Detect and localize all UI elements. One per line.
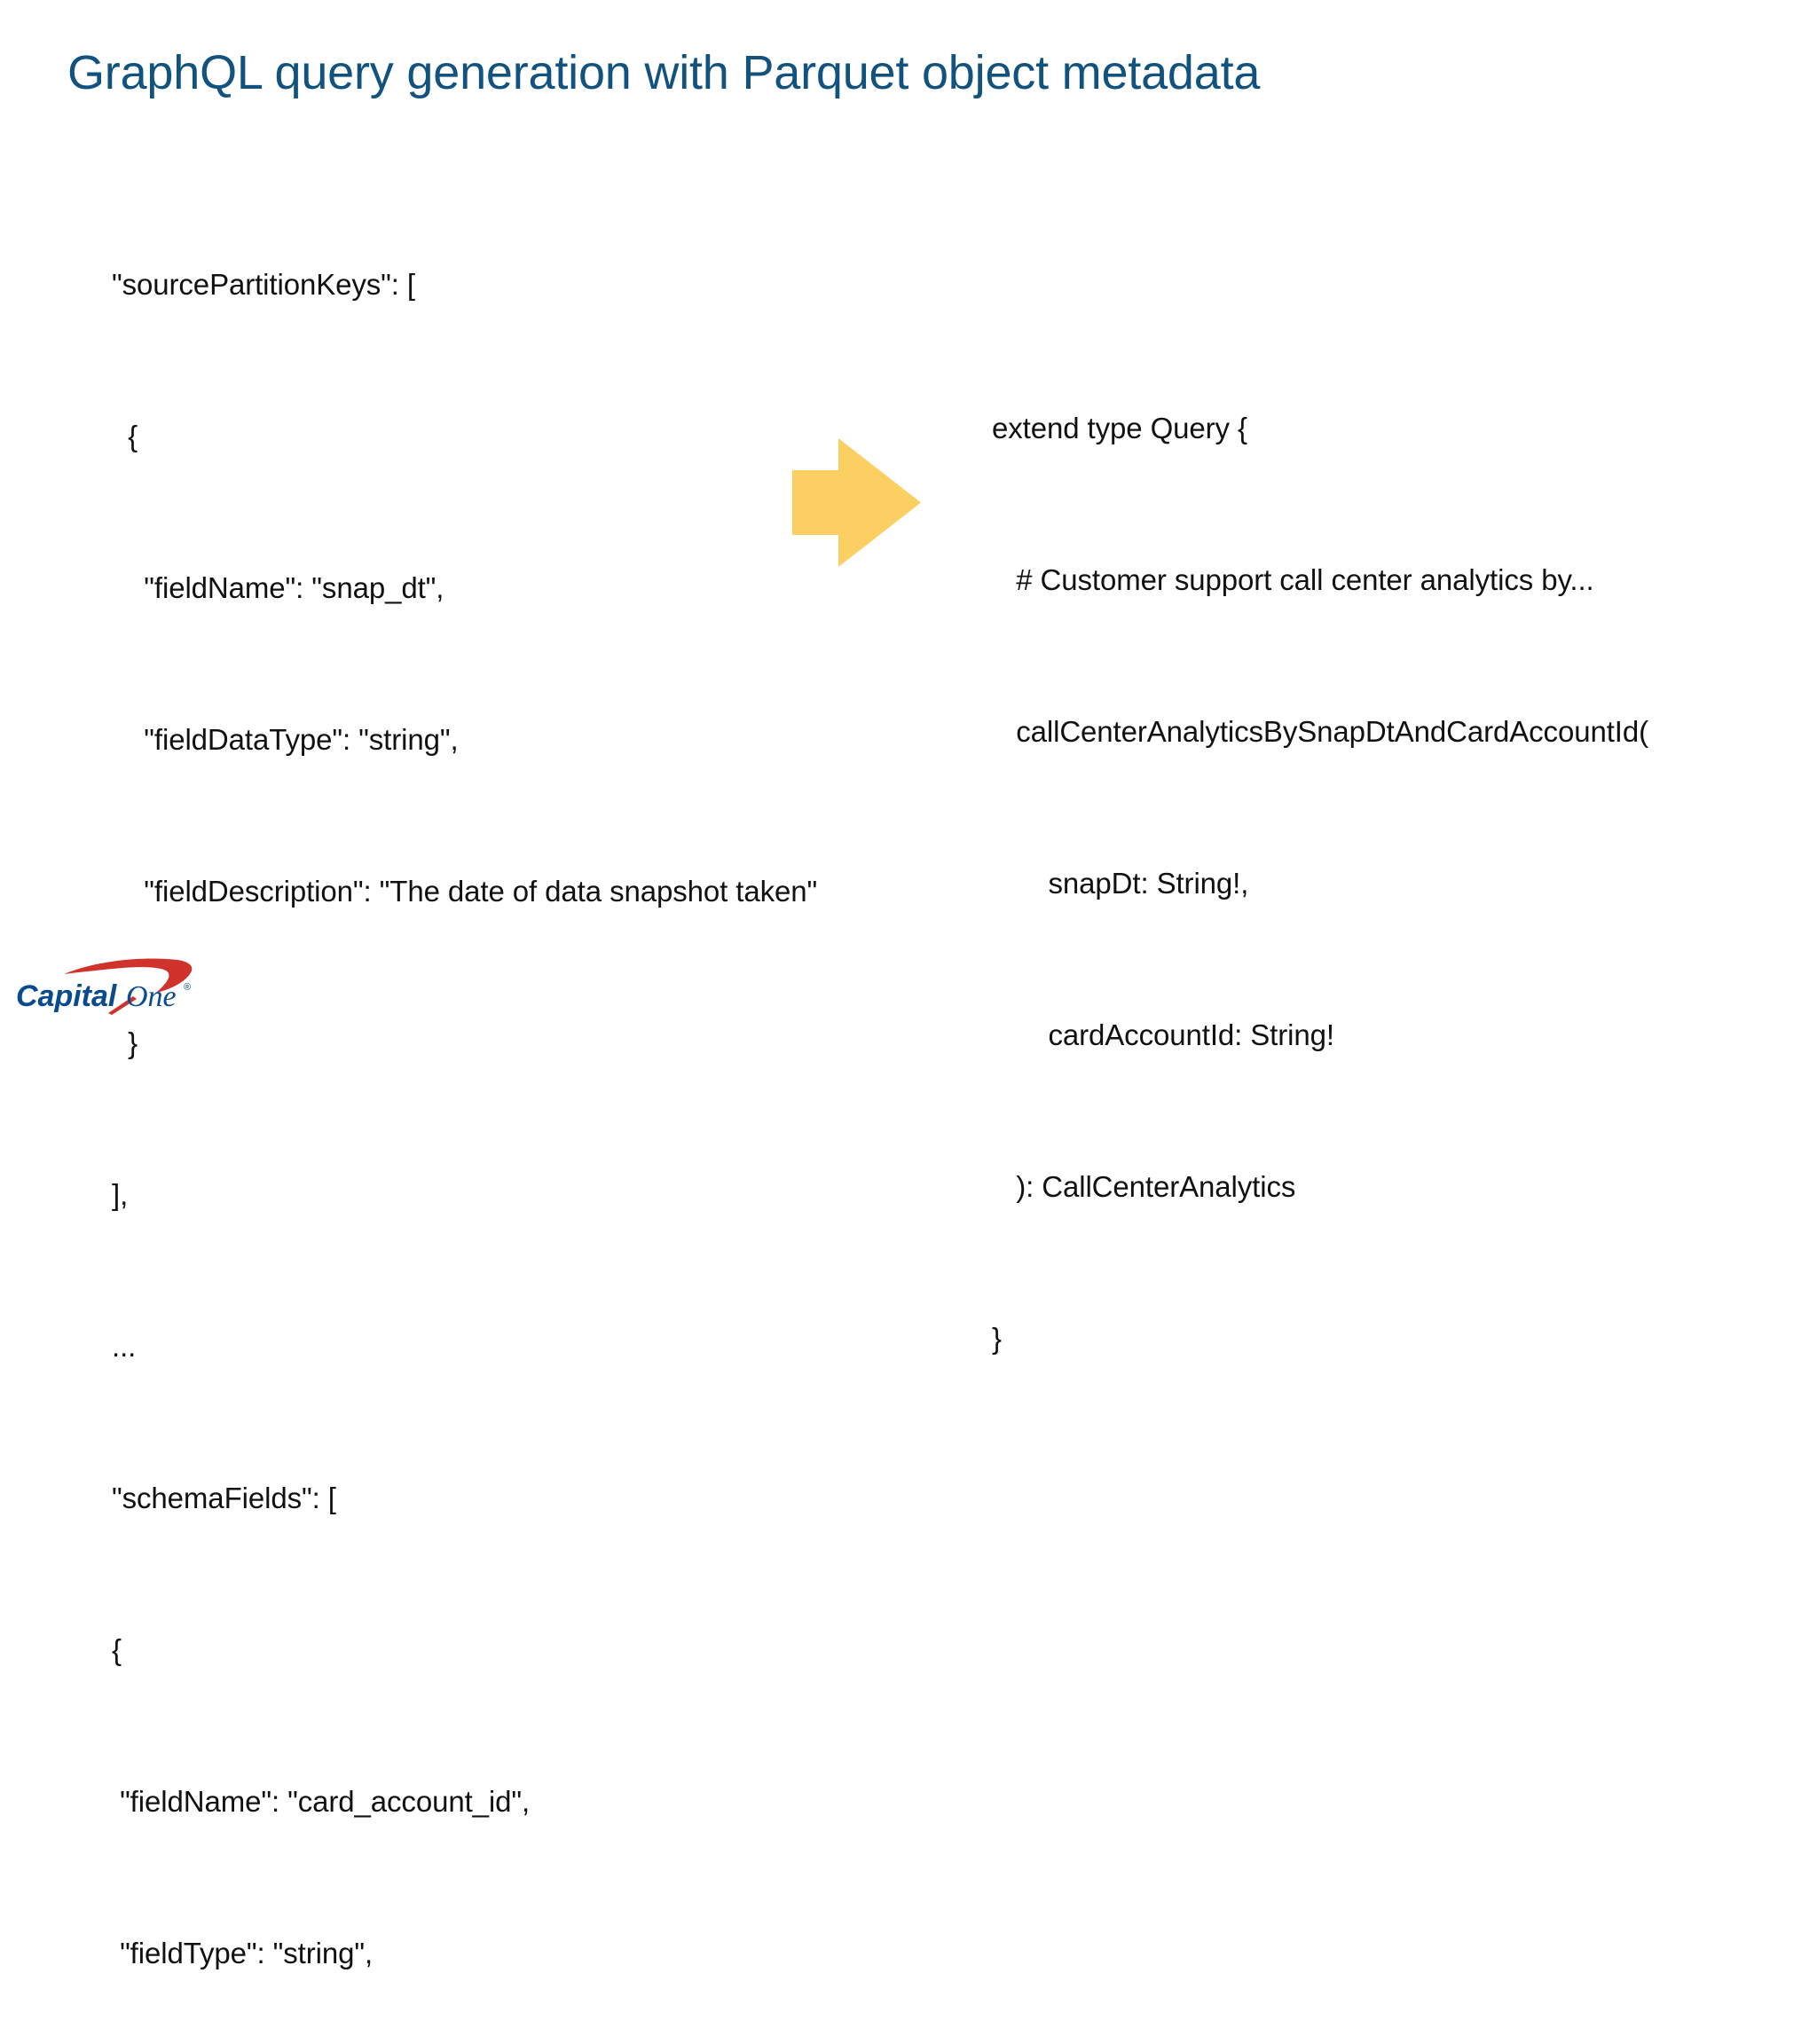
code-line: extend type Query { [992,412,1247,444]
code-line: } [992,1322,1002,1355]
code-line: { [112,1633,122,1666]
code-line: callCenterAnalyticsBySnapDtAndCardAccoun… [992,715,1648,748]
code-line: "fieldType": "string", [112,1937,374,1969]
code-line: snapDt: String!, [992,867,1249,900]
code-line: cardAccountId: String! [992,1018,1334,1051]
capital-one-logo: Capital One ® [12,955,199,1018]
code-line: ], [112,1178,129,1211]
code-line: ): CallCenterAnalytics [992,1170,1296,1203]
code-line: "fieldDataType": "string", [112,723,459,756]
graphql-schema-code-block: extend type Query { # Customer support c… [992,302,1790,1465]
page-title: GraphQL query generation with Parquet ob… [67,46,1261,99]
right-arrow-icon [792,438,921,567]
code-line: { [112,420,138,452]
code-line: "sourcePartitionKeys": [ [112,268,416,301]
code-line: "fieldDescription": "The date of data sn… [112,875,818,908]
registered-trademark-icon: ® [184,982,191,993]
code-line: "schemaFields": [ [112,1482,336,1514]
code-line: "fieldName": "card_account_id", [112,1785,531,1818]
logo-word-capital: Capital [16,979,118,1013]
code-line: } [112,1026,138,1059]
code-line: # Customer support call center analytics… [992,563,1594,596]
code-line: ... [112,1330,137,1363]
slide-canvas: GraphQL query generation with Parquet ob… [12,46,1649,1969]
logo-word-one: One [126,980,177,1013]
code-line: "fieldName": "snap_dt", [112,571,444,604]
